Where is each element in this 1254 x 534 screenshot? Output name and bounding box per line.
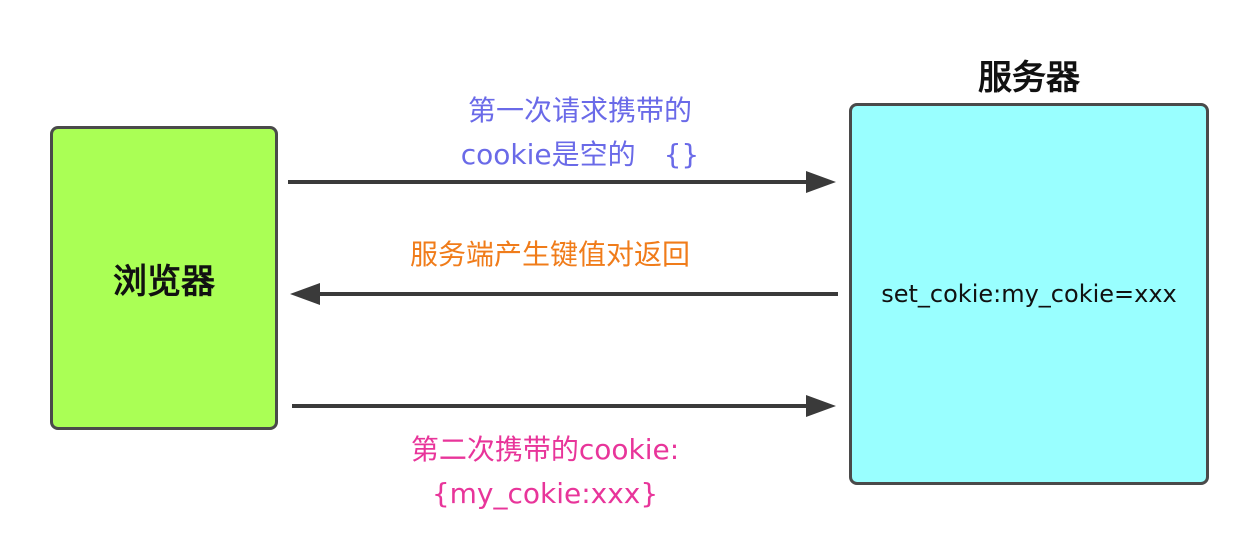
server-title: 服务器 bbox=[978, 58, 1080, 98]
arrow-label-line: 服务端产生键值对返回 bbox=[409, 238, 690, 271]
arrow-label-line: 第一次请求携带的 bbox=[467, 94, 692, 127]
server-content: set_cokie:my_cokie=xxx bbox=[881, 280, 1177, 308]
arrow-response bbox=[290, 283, 838, 305]
browser-box: 浏览器 bbox=[50, 126, 278, 430]
arrow-label-line: cookie是空的 {} bbox=[460, 138, 700, 171]
arrow-label-line: 第二次携带的cookie: bbox=[410, 433, 680, 466]
arrow-label-request-1: 第一次请求携带的 cookie是空的 {} bbox=[380, 89, 780, 177]
arrow-label-response: 服务端产生键值对返回 bbox=[350, 233, 750, 277]
browser-label: 浏览器 bbox=[113, 261, 215, 302]
arrow-label-request-2: 第二次携带的cookie: {my_cokie:xxx} bbox=[345, 428, 745, 516]
arrow-request-1 bbox=[288, 171, 836, 193]
arrow-label-line: {my_cokie:xxx} bbox=[431, 477, 659, 510]
server-box: set_cokie:my_cokie=xxx bbox=[849, 103, 1209, 485]
arrow-request-2 bbox=[292, 395, 836, 417]
